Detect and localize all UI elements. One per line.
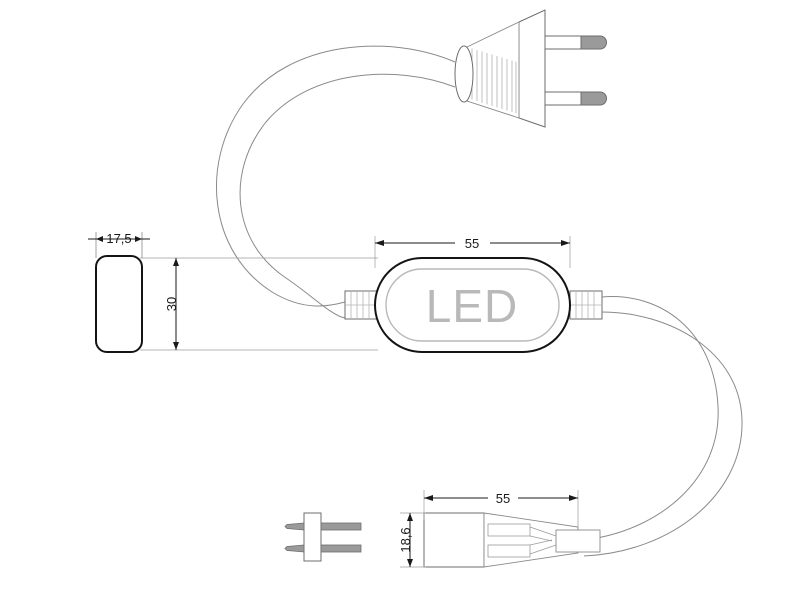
dimension-18-6: 18,6 <box>398 512 426 568</box>
mains-plug-assembly <box>454 9 607 128</box>
plug-pin-upper <box>544 35 607 50</box>
dimension-label-55-module: 55 <box>465 236 479 251</box>
plug-pin-lower <box>544 91 607 106</box>
led-module-plan-view: LED <box>344 257 603 353</box>
end-view-outline <box>95 255 143 353</box>
plug-cable-collar <box>454 45 474 103</box>
arrow-down <box>407 559 413 567</box>
socket-contact-lower <box>487 544 531 558</box>
dimension-30: 30 <box>140 257 378 351</box>
plug-end-view-body <box>303 512 322 562</box>
end-view-pin-upper-right <box>320 522 362 531</box>
dimension-label-30: 30 <box>164 297 179 311</box>
led-module-label: LED <box>426 280 518 332</box>
end-view-pin-lower-right <box>320 544 362 553</box>
socket-cable-core <box>555 529 601 553</box>
led-module-inner-outline <box>385 268 560 342</box>
arrow-right <box>561 240 570 246</box>
socket-contact-upper <box>487 523 531 537</box>
arrow-right-inward <box>96 236 103 242</box>
dimension-55-module: 55 <box>374 236 571 268</box>
dimension-17-5: 17,5 <box>88 231 150 258</box>
dimension-55-socket: 55 <box>423 490 579 527</box>
arrow-left <box>375 240 384 246</box>
led-module-end-view <box>95 255 143 353</box>
arrow-left-inward <box>135 236 142 242</box>
socket-conductor-leads <box>529 526 557 555</box>
end-view-pin-upper-left <box>284 522 305 531</box>
led-ferrule-right <box>569 290 603 320</box>
dimension-label-17-5: 17,5 <box>106 231 131 246</box>
arrow-down <box>173 258 179 266</box>
arrow-up <box>407 513 413 521</box>
plug-end-view <box>284 512 362 562</box>
arrow-up <box>173 342 179 350</box>
mains-cable <box>216 45 456 319</box>
plug-body <box>518 9 546 128</box>
strain-relief-ribs <box>471 48 517 114</box>
socket-connector-assembly <box>423 512 601 568</box>
socket-shell <box>423 512 485 568</box>
arrow-left <box>424 495 433 501</box>
dimension-label-55-socket: 55 <box>496 491 510 506</box>
end-view-pin-lower-left <box>284 544 305 553</box>
output-cable <box>583 296 743 557</box>
dimension-label-18-6: 18,6 <box>398 527 413 552</box>
arrow-right <box>569 495 578 501</box>
led-ferrule-left <box>344 290 378 320</box>
plug-strain-relief <box>466 21 520 119</box>
